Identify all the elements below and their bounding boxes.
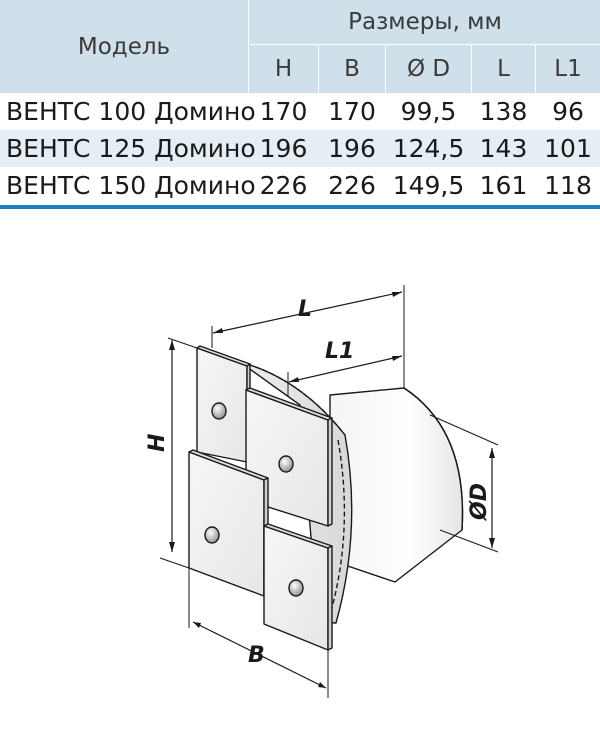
model-column-header: Модель — [77, 33, 171, 60]
value-cell-h: 196 — [259, 134, 308, 163]
dimension-label-h: H — [145, 434, 170, 452]
value-cell-b: 196 — [328, 134, 376, 163]
value-cell-d: 124,5 — [392, 134, 465, 163]
model-cell: ВЕНТС 125 Домино — [6, 134, 256, 163]
header-divider — [471, 45, 472, 93]
value-cell-h: 170 — [259, 97, 308, 126]
column-header-b: B — [344, 56, 360, 82]
fan-duct-cylinder — [329, 387, 464, 583]
panel-knob-icon — [204, 402, 304, 597]
header-divider — [535, 45, 536, 93]
fan-dimension-drawing: L L1 H B ØD — [0, 230, 600, 726]
header-divider — [250, 44, 600, 45]
header-divider — [248, 0, 249, 93]
value-cell-b: 170 — [328, 97, 376, 126]
value-cell-h: 226 — [259, 171, 308, 200]
panel-lower-left — [188, 449, 269, 597]
value-cell-d: 99,5 — [400, 97, 457, 126]
column-header-d: Ø D — [406, 56, 451, 82]
table-bottom-rule — [0, 205, 600, 209]
fan-diagram-svg: L L1 H B ØD — [145, 285, 499, 698]
dimension-label-l: L — [298, 297, 312, 322]
value-cell-d: 149,5 — [392, 171, 465, 200]
model-cell: ВЕНТС 100 Домино — [6, 97, 256, 126]
value-cell-l1: 96 — [552, 97, 584, 126]
column-header-h: H — [274, 56, 293, 82]
value-cell-l: 138 — [479, 97, 528, 126]
extension-lines — [159, 285, 499, 698]
value-cell-l: 143 — [479, 134, 528, 163]
value-cell-l1: 118 — [544, 171, 592, 200]
dimension-arrows — [169, 292, 495, 688]
dimension-label-l1: L1 — [325, 339, 354, 364]
column-header-l: L — [497, 56, 510, 82]
table-row: ВЕНТС 150 Домино 226 226 149,5 161 118 — [0, 167, 600, 204]
table-header: Модель Размеры, мм H B Ø D L L1 — [0, 0, 600, 93]
value-cell-l: 161 — [479, 171, 528, 200]
dimension-lines — [171, 291, 493, 689]
value-cell-b: 226 — [328, 171, 376, 200]
value-cell-l1: 101 — [544, 134, 592, 163]
sizes-group-header: Размеры, мм — [348, 9, 502, 35]
header-divider — [318, 45, 319, 93]
dimension-label-b: B — [248, 643, 265, 668]
dimension-label-d: ØD — [467, 483, 492, 522]
header-divider — [385, 45, 386, 93]
table-row: ВЕНТС 100 Домино 170 170 99,5 138 96 — [0, 93, 600, 130]
model-cell: ВЕНТС 150 Домино — [6, 171, 256, 200]
table-row: ВЕНТС 125 Домино 196 196 124,5 143 101 — [0, 130, 600, 167]
column-header-l1: L1 — [554, 56, 582, 82]
